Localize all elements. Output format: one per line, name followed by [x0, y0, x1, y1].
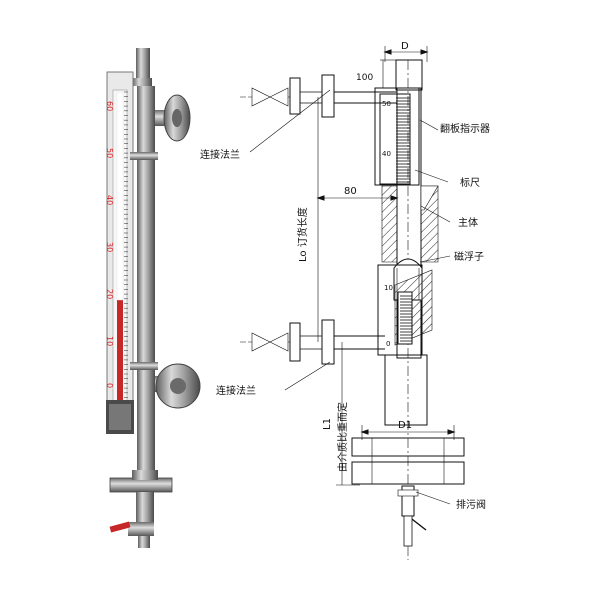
photo-scale-numbers: 60 50 40 30 20 10 0 [105, 101, 114, 388]
bottom-flange-base [351, 461, 465, 485]
drawing-scale-50: 50 [382, 100, 391, 108]
drawing-scale-0: 0 [386, 340, 390, 348]
scale-mark-10: 10 [105, 336, 114, 346]
label-scale: 标尺 [460, 177, 480, 189]
leader-flange-bottom [284, 361, 331, 391]
leader-indicator [419, 119, 439, 131]
top-flange-drawing [321, 74, 335, 118]
main-chamber-tube [137, 86, 155, 476]
label-float: 磁浮子 [454, 250, 484, 263]
dim-d1-text: D1 [398, 420, 412, 431]
dim-l1-text: L1 [322, 418, 333, 430]
leader-float [419, 255, 451, 263]
red-flaps [117, 300, 123, 410]
scale-mark-40: 40 [105, 195, 114, 205]
top-valve-symbol [251, 87, 271, 107]
bottom-blind-flange [109, 477, 173, 493]
drawing-scale-40: 40 [382, 150, 391, 158]
leader-body [420, 205, 451, 223]
dim-lo-text: Lo 订货长度 [296, 207, 309, 262]
dim-d-text: D [401, 41, 409, 52]
dim-100-text: 100 [356, 73, 373, 83]
indicator-flaps-lower [400, 295, 412, 342]
bottom-valve-symbol [251, 332, 271, 352]
label-indicator: 翻板指示器 [440, 122, 490, 135]
label-drain-valve: 排污阀 [456, 498, 486, 511]
bottom-flange-top [351, 437, 465, 457]
scale-mark-30: 30 [105, 242, 114, 252]
leader-flange-top [249, 89, 331, 153]
scale-mark-0: 0 [105, 383, 114, 388]
white-flaps [116, 91, 124, 301]
clamp-upper [130, 152, 158, 160]
label-flange-top: 连接法兰 [200, 148, 240, 161]
indicator-flaps-upper [396, 97, 410, 183]
drain-valve-handle [109, 521, 131, 533]
clamp-lower [130, 362, 158, 370]
drawing-labels: D 100 80 Lo 订货长度 L1 由介质比重而定 D1 50 40 10 … [200, 41, 490, 511]
leader-drain [415, 491, 451, 505]
scale-mark-20: 20 [105, 289, 114, 299]
label-flange-bottom: 连接法兰 [216, 384, 256, 397]
leader-scale [414, 169, 449, 183]
drain-pipe [136, 492, 154, 524]
bottom-flange-drawing [321, 319, 335, 365]
drawing-scale-10: 10 [384, 284, 393, 292]
scale-mark-60: 60 [105, 101, 114, 111]
label-body: 主体 [458, 217, 478, 229]
lower-chamber [384, 354, 428, 426]
drain-valve-body [128, 522, 154, 536]
scale-mark-50: 50 [105, 148, 114, 158]
technical-drawing [240, 46, 465, 560]
dim-80-text: 80 [344, 186, 357, 197]
top-cap [136, 48, 150, 78]
dim-l1-note: 由介质比重而定 [336, 402, 349, 472]
gauge-photo: 60 50 40 30 20 10 0 [105, 48, 201, 548]
